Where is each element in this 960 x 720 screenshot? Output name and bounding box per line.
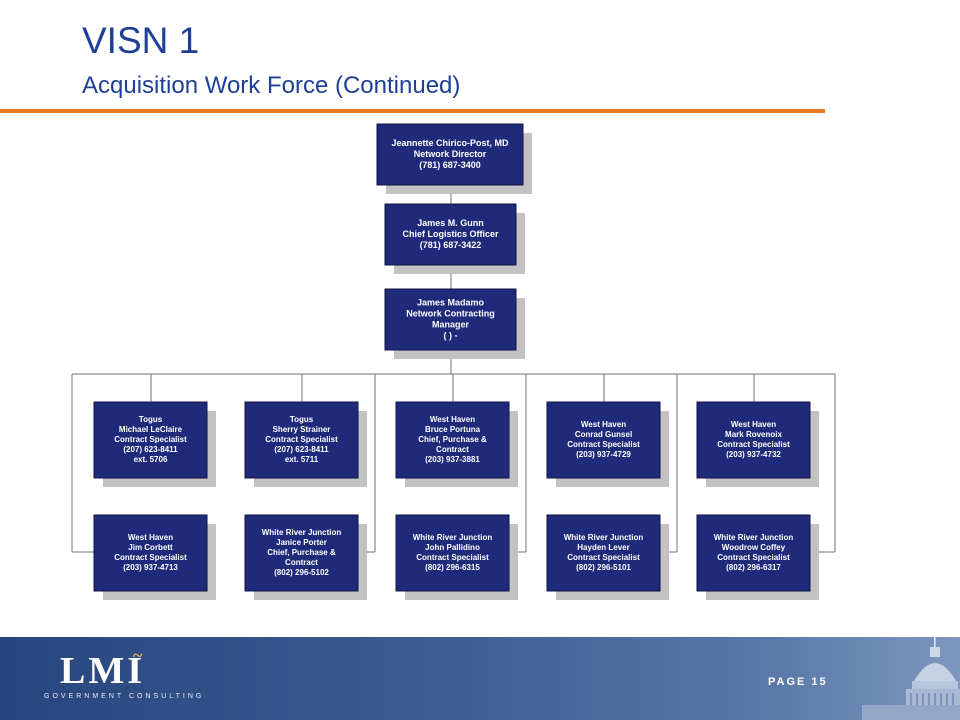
org-box-text: (207) 623-8411	[123, 445, 178, 454]
org-box-text: ext. 5706	[134, 455, 168, 464]
org-box-text: Janice Porter	[276, 538, 327, 547]
org-box-text: Manager	[432, 320, 470, 330]
org-box-text: (802) 296-6315	[425, 563, 480, 572]
org-box-text: West Haven	[128, 533, 173, 542]
org-box-text: Contract Specialist	[567, 553, 640, 562]
org-box	[546, 401, 661, 479]
org-box-text: White River Junction	[413, 533, 493, 542]
org-box-text: White River Junction	[564, 533, 644, 542]
capitol-dome-icon	[862, 637, 960, 720]
org-box-text: Hayden Lever	[577, 543, 629, 552]
org-box	[244, 401, 359, 479]
logo-tilde-mark: ~	[133, 645, 143, 665]
org-box-text: Contract Specialist	[114, 435, 187, 444]
org-box-text: Jim Corbett	[128, 543, 173, 552]
org-box-text: (802) 296-5101	[576, 563, 631, 572]
org-box-text: West Haven	[731, 420, 776, 429]
org-box-text: Togus	[139, 415, 163, 424]
org-box	[395, 401, 510, 479]
org-box-text: West Haven	[581, 420, 626, 429]
org-box-text: Togus	[290, 415, 314, 424]
org-box	[546, 514, 661, 592]
page-number: PAGE 15	[768, 676, 828, 688]
org-box-text: Conrad Gunsel	[575, 430, 632, 439]
org-box	[384, 203, 517, 266]
footer-bar: LMI ~ GOVERNMENT CONSULTING PAGE 15	[0, 637, 960, 720]
org-box-text: Contract Specialist	[114, 553, 187, 562]
org-box-text: (203) 937-3881	[425, 455, 480, 464]
org-box-text: James M. Gunn	[417, 218, 484, 228]
org-box-text: White River Junction	[262, 528, 342, 537]
logo-tagline: GOVERNMENT CONSULTING	[44, 693, 205, 700]
org-box-text: Mark Rovenoix	[725, 430, 782, 439]
org-box	[244, 514, 359, 592]
org-box-text: ( ) -	[444, 331, 458, 341]
org-box-text: ext. 5711	[285, 455, 319, 464]
org-box-text: (781) 687-3422	[420, 240, 482, 250]
lmi-logo: LMI	[60, 650, 145, 692]
org-box-text: Network Director	[414, 149, 487, 159]
org-box-text: Contract Specialist	[717, 553, 790, 562]
org-box-text: Contract	[285, 558, 318, 567]
org-box	[376, 123, 524, 186]
org-box	[384, 288, 517, 351]
org-box-text: Michael LeClaire	[119, 425, 183, 434]
org-box-text: (802) 296-5102	[274, 568, 329, 577]
org-box-text: (802) 296-6317	[726, 563, 781, 572]
org-box	[93, 401, 208, 479]
org-box-text: Contract Specialist	[265, 435, 338, 444]
org-box-text: (781) 687-3400	[419, 160, 481, 170]
org-box-text: (203) 937-4729	[576, 450, 631, 459]
org-box-text: Contract Specialist	[717, 440, 790, 449]
org-box-text: Network Contracting	[406, 309, 495, 319]
org-box	[395, 514, 510, 592]
org-box-text: Chief, Purchase &	[418, 435, 487, 444]
org-box-text: West Haven	[430, 415, 475, 424]
orange-divider	[0, 109, 825, 113]
org-box	[696, 401, 811, 479]
org-box-text: Contract Specialist	[567, 440, 640, 449]
org-box	[93, 514, 208, 592]
org-box-text: Chief, Purchase &	[267, 548, 336, 557]
org-box-text: Contract Specialist	[416, 553, 489, 562]
org-box-text: (203) 937-4732	[726, 450, 781, 459]
org-box-text: Contract	[436, 445, 469, 454]
org-box-text: Bruce Portuna	[425, 425, 481, 434]
slide-subtitle: Acquisition Work Force (Continued)	[82, 72, 461, 99]
org-box-text: James Madamo	[417, 298, 485, 308]
org-box-text: (207) 623-8411	[274, 445, 329, 454]
org-box-text: Sherry Strainer	[273, 425, 331, 434]
org-box-text: John Pallidino	[425, 543, 480, 552]
org-box-text: Woodrow Coffey	[722, 543, 786, 552]
org-box-text: Chief Logistics Officer	[402, 229, 499, 239]
org-box	[696, 514, 811, 592]
slide-title: VISN 1	[82, 20, 200, 61]
org-box-text: Jeannette Chirico-Post, MD	[391, 138, 509, 148]
org-box-text: White River Junction	[714, 533, 794, 542]
org-box-text: (203) 937-4713	[123, 563, 178, 572]
